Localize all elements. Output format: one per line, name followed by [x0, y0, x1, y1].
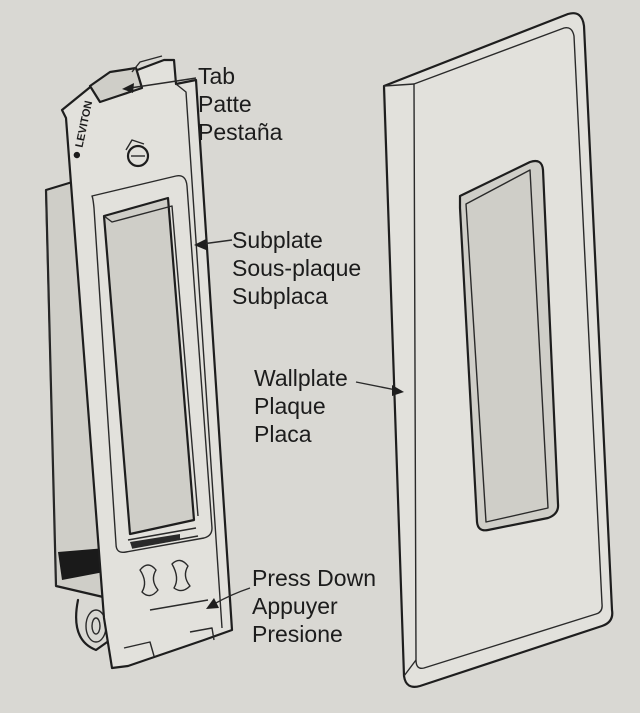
- label-subplate-es: Subplaca: [232, 283, 328, 309]
- label-subplate-en: Subplate: [232, 227, 323, 253]
- label-tab-fr: Patte: [198, 91, 252, 117]
- arrowhead-icon: [194, 239, 206, 250]
- label-press-down-es: Presione: [252, 621, 343, 647]
- wallplate-drawing: [382, 12, 614, 688]
- label-tab-en: Tab: [198, 63, 235, 89]
- label-press-down-en: Press Down: [252, 565, 376, 591]
- label-tab: Tab Patte Pestaña: [198, 63, 283, 145]
- label-wallplate-es: Placa: [254, 421, 312, 447]
- logo-mark-icon: [73, 151, 81, 159]
- arrowhead-icon: [122, 83, 134, 93]
- leader-lines: [122, 77, 404, 609]
- label-wallplate-fr: Plaque: [254, 393, 326, 419]
- subplate-drawing: [44, 55, 234, 670]
- label-wallplate-en: Wallplate: [254, 365, 348, 391]
- label-press-down: Press Down Appuyer Presione: [252, 565, 376, 647]
- arrowhead-icon: [392, 385, 404, 396]
- label-wallplate: Wallplate Plaque Placa: [254, 365, 348, 447]
- arrowhead-icon: [206, 598, 219, 609]
- label-subplate-fr: Sous-plaque: [232, 255, 361, 281]
- label-tab-es: Pestaña: [198, 119, 283, 145]
- label-subplate: Subplate Sous-plaque Subplaca: [232, 227, 361, 309]
- label-press-down-fr: Appuyer: [252, 593, 338, 619]
